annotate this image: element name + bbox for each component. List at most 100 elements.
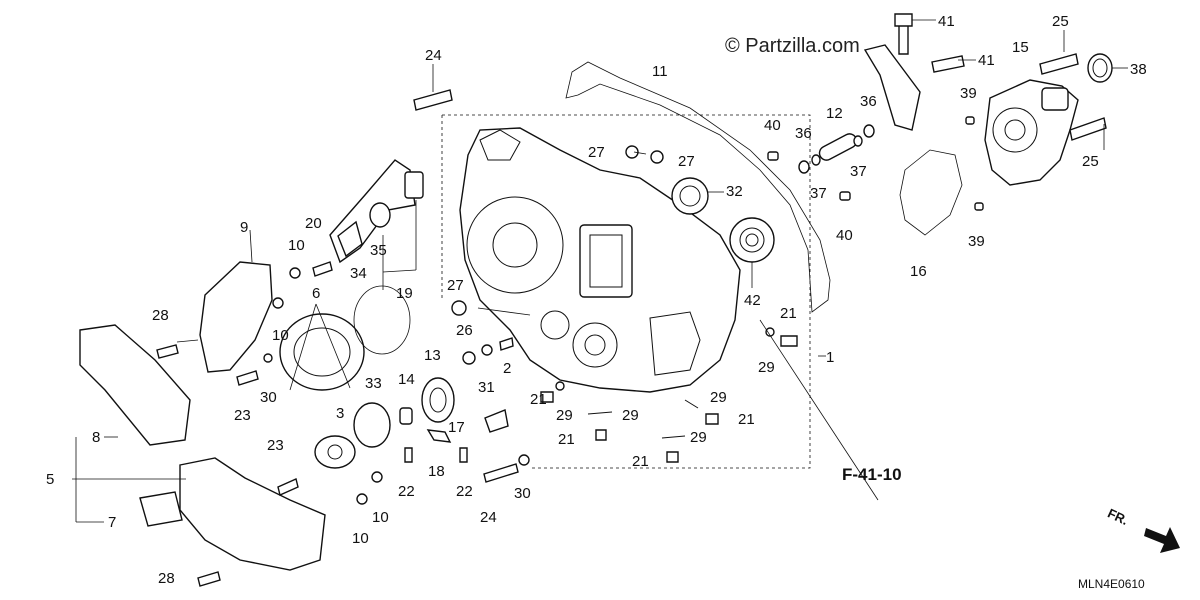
- callout-28[interactable]: 28: [152, 307, 169, 324]
- callout-30[interactable]: 30: [514, 485, 531, 502]
- callout-29[interactable]: 29: [556, 407, 573, 424]
- callout-19[interactable]: 19: [396, 285, 413, 302]
- bolt-41b[interactable]: [931, 55, 965, 73]
- callout-21[interactable]: 21: [632, 453, 649, 470]
- bracket-41[interactable]: [863, 44, 921, 131]
- callout-42[interactable]: 42: [744, 292, 761, 309]
- callout-40[interactable]: 40: [764, 117, 781, 134]
- bolt-28b[interactable]: [197, 571, 221, 587]
- bolt-22b[interactable]: [459, 447, 468, 463]
- bolt-21b[interactable]: [540, 391, 554, 403]
- bolt-28a[interactable]: [156, 344, 179, 359]
- plate-7[interactable]: [139, 491, 183, 527]
- callout-21[interactable]: 21: [558, 431, 575, 448]
- plate-8[interactable]: [79, 324, 191, 446]
- callout-15[interactable]: 15: [1012, 39, 1029, 56]
- o-ring-35[interactable]: [369, 202, 391, 228]
- lock-plate-17[interactable]: [484, 409, 509, 433]
- callout-30[interactable]: 30: [260, 389, 277, 406]
- washer-26[interactable]: [462, 351, 476, 365]
- cover-6[interactable]: [279, 313, 365, 391]
- bolt-23a[interactable]: [236, 370, 259, 386]
- washer-10d[interactable]: [356, 493, 368, 505]
- water-pump-15[interactable]: [984, 79, 1079, 186]
- right-crankcase-cover[interactable]: [459, 127, 741, 393]
- callout-27[interactable]: 27: [678, 153, 695, 170]
- bolt-23b[interactable]: [277, 478, 299, 496]
- plug-27a[interactable]: [625, 145, 639, 159]
- callout-17[interactable]: 17: [448, 419, 465, 436]
- callout-37[interactable]: 37: [810, 185, 827, 202]
- callout-22[interactable]: 22: [456, 483, 473, 500]
- plug-27b[interactable]: [650, 150, 664, 164]
- washer-10b[interactable]: [272, 297, 284, 309]
- callout-24[interactable]: 24: [480, 509, 497, 526]
- o-ring-33[interactable]: [353, 402, 391, 448]
- callout-29[interactable]: 29: [690, 429, 707, 446]
- bolt-21d[interactable]: [705, 413, 719, 425]
- callout-40[interactable]: 40: [836, 227, 853, 244]
- pipe-12[interactable]: [817, 131, 859, 162]
- clamp-34[interactable]: [337, 220, 363, 258]
- callout-10[interactable]: 10: [352, 530, 369, 547]
- callout-34[interactable]: 34: [350, 265, 367, 282]
- callout-10[interactable]: 10: [372, 509, 389, 526]
- callout-3[interactable]: 3: [336, 405, 344, 422]
- bolt-20[interactable]: [312, 261, 333, 277]
- o-ring-36b[interactable]: [863, 124, 875, 138]
- o-ring-large[interactable]: [353, 285, 411, 355]
- callout-23[interactable]: 23: [267, 437, 284, 454]
- callout-37[interactable]: 37: [850, 163, 867, 180]
- washer-10a[interactable]: [289, 267, 301, 279]
- callout-14[interactable]: 14: [398, 371, 415, 388]
- spring-14[interactable]: [399, 407, 413, 425]
- callout-41[interactable]: 41: [938, 13, 955, 30]
- callout-26[interactable]: 26: [456, 322, 473, 339]
- callout-1[interactable]: 1: [826, 349, 834, 366]
- o-ring-37b[interactable]: [853, 135, 863, 147]
- callout-13[interactable]: 13: [424, 347, 441, 364]
- guard-9[interactable]: [199, 261, 273, 373]
- bolt-24b[interactable]: [483, 463, 519, 483]
- callout-27[interactable]: 27: [588, 144, 605, 161]
- gasket-16[interactable]: [899, 149, 963, 236]
- cap-3[interactable]: [314, 435, 356, 469]
- callout-25[interactable]: 25: [1052, 13, 1069, 30]
- callout-33[interactable]: 33: [365, 375, 382, 392]
- callout-29[interactable]: 29: [710, 389, 727, 406]
- washer-30b[interactable]: [518, 454, 530, 466]
- bolt-22a[interactable]: [404, 447, 413, 463]
- plug-27c[interactable]: [451, 300, 467, 316]
- callout-39[interactable]: 39: [968, 233, 985, 250]
- callout-38[interactable]: 38: [1130, 61, 1147, 78]
- callout-11[interactable]: 11: [652, 63, 668, 80]
- callout-29[interactable]: 29: [758, 359, 775, 376]
- clip-29d[interactable]: [684, 399, 699, 409]
- callout-18[interactable]: 18: [428, 463, 445, 480]
- bolt-21e[interactable]: [666, 451, 679, 463]
- clip-29e[interactable]: [661, 435, 686, 439]
- bolt-41a[interactable]: [894, 13, 913, 55]
- dowel-39b[interactable]: [974, 202, 984, 211]
- o-ring-37a[interactable]: [811, 154, 821, 166]
- callout-10[interactable]: 10: [272, 327, 289, 344]
- callout-25[interactable]: 25: [1082, 153, 1099, 170]
- lower-cover-5[interactable]: [179, 457, 326, 571]
- oil-seal-32[interactable]: [671, 177, 709, 215]
- dowel-40b[interactable]: [839, 191, 851, 201]
- bearing-42[interactable]: [729, 217, 775, 263]
- callout-5[interactable]: 5: [46, 471, 54, 488]
- clip-29c[interactable]: [587, 411, 613, 415]
- callout-28[interactable]: 28: [158, 570, 175, 587]
- washer-29b[interactable]: [555, 381, 565, 391]
- callout-10[interactable]: 10: [288, 237, 305, 254]
- callout-32[interactable]: 32: [726, 183, 743, 200]
- washer-29a[interactable]: [765, 327, 775, 337]
- callout-22[interactable]: 22: [398, 483, 415, 500]
- callout-41[interactable]: 41: [978, 52, 995, 69]
- callout-23[interactable]: 23: [234, 407, 251, 424]
- callout-31[interactable]: 31: [478, 379, 495, 396]
- bolt-24a[interactable]: [413, 89, 453, 111]
- callout-29[interactable]: 29: [622, 407, 639, 424]
- callout-24[interactable]: 24: [425, 47, 442, 64]
